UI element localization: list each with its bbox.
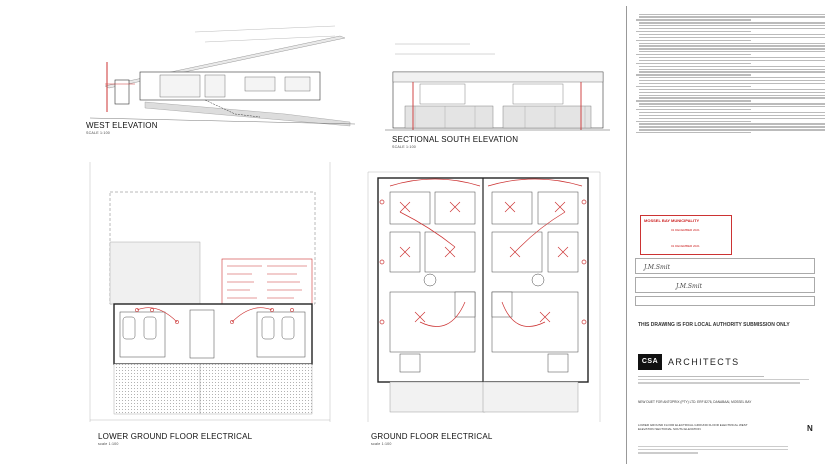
signature-box: J.M.Smit	[635, 258, 815, 274]
lower-ground-floor-plan	[89, 162, 331, 422]
project-description: NEW DUET FOR ANTOPRIX (PTY) LTD. ERF 827…	[638, 400, 752, 404]
signature: J.M.Smit	[644, 264, 671, 271]
south-elevation-scale: SCALE 1:100	[392, 145, 416, 149]
stamp-date: 01 DECEMBER 2021	[671, 244, 700, 248]
architects-logo-text: ARCHITECTS	[668, 357, 740, 367]
firm-details	[638, 374, 818, 386]
signature: J.M.Smit	[676, 283, 703, 290]
west-elevation-scale: SCALE 1:100	[86, 131, 110, 135]
lower-ground-floor-title: LOWER GROUND FLOOR ELECTRICAL	[98, 432, 253, 441]
signature-box: J.M.Smit	[635, 277, 815, 293]
lower-ground-floor-scale: scale 1:100	[98, 442, 119, 446]
north-arrow: N	[807, 424, 813, 433]
approval-boxes: J.M.Smit J.M.Smit	[635, 258, 815, 309]
drawing-meta	[638, 444, 788, 456]
general-notes	[633, 12, 825, 135]
csa-logo-mark: CSA	[638, 354, 662, 370]
west-elevation-title: WEST ELEVATION	[86, 121, 158, 130]
municipal-approval-stamp: MOSSEL BAY MUNICIPALITY 01 DECEMBER 2021…	[640, 215, 732, 255]
local-authority-note: THIS DRAWING IS FOR LOCAL AUTHORITY SUBM…	[638, 322, 790, 328]
stamp-title: MOSSEL BAY MUNICIPALITY	[644, 218, 700, 223]
title-block	[626, 6, 831, 464]
south-elevation-drawing	[385, 43, 610, 131]
south-elevation-title: SECTIONAL SOUTH ELEVATION	[392, 135, 519, 144]
stamp-date: 01 DECEMBER 2021	[671, 228, 700, 232]
ground-floor-title: GROUND FLOOR ELECTRICAL	[371, 432, 493, 441]
ground-floor-plan	[367, 171, 601, 422]
drawing-description: LOWER GROUND FLOOR ELECTRICAL GROUND FLO…	[638, 423, 748, 431]
ground-floor-scale: scale 1:100	[371, 442, 392, 446]
status-box	[635, 296, 815, 306]
west-elevation-drawing	[89, 25, 356, 127]
